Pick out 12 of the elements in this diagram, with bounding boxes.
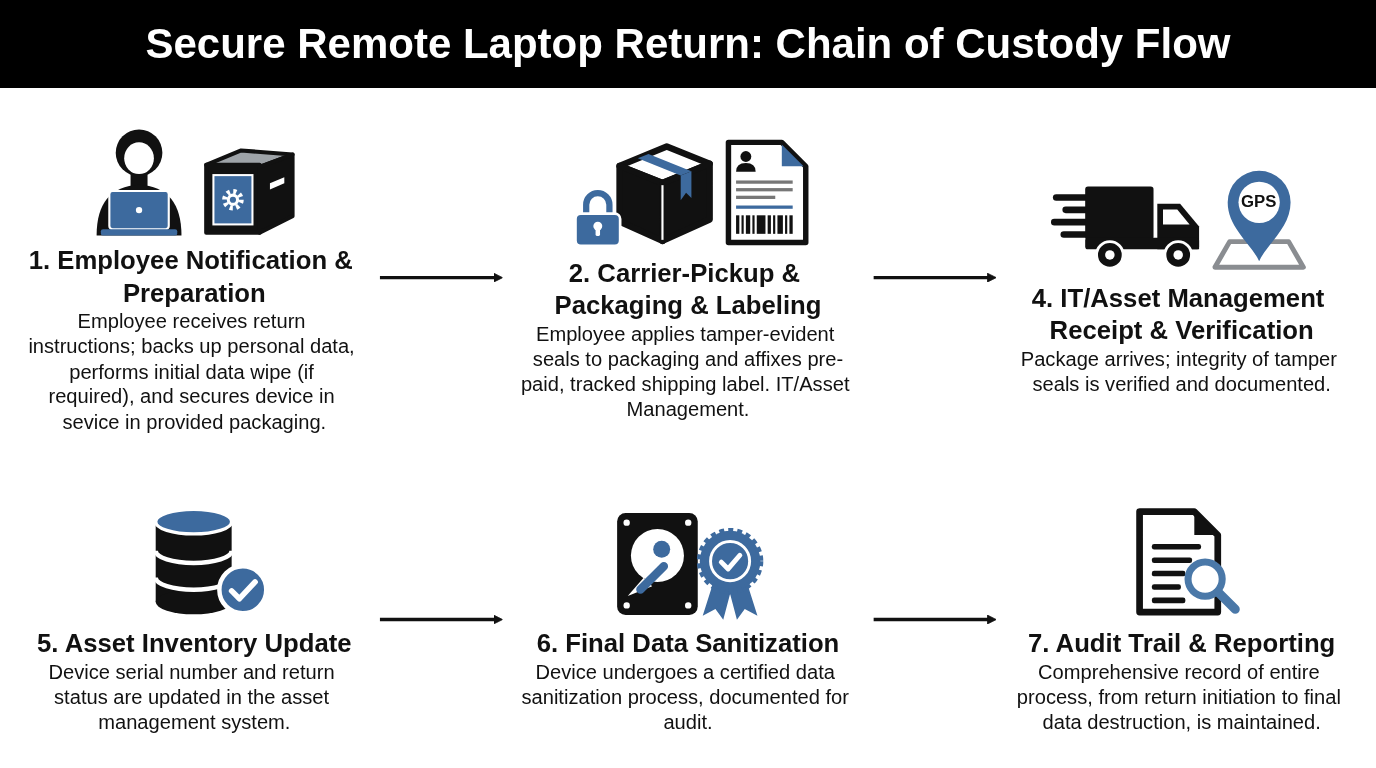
arrow — [873, 614, 997, 625]
arrow — [379, 614, 504, 625]
arrow — [379, 272, 504, 283]
arrow — [873, 272, 997, 283]
pin-label: GPS — [1241, 193, 1277, 211]
node-text: 5. Asset Inventory Update Device serial number and return status are updated in the asset management system. — [37, 628, 352, 734]
title: Secure Remote Laptop Return: Chain of Custody Flow — [145, 20, 1231, 68]
node-text: 6. Final Data Sanitization Device undergoes a certified data sanitization process, documented for audit. — [521, 628, 849, 734]
node-text: 2. Carrier-Pickup & Packaging & Labeling Employee applies tamper-evident seals to packaging and affixes pre-paid, tracked shipping label. IT/Asset Management. — [520, 258, 850, 421]
node-text: 4. IT/Asset Management Receipt & Verification Package arrives; integrity of tamper seals is verified and documented. — [1020, 283, 1337, 396]
node-text: 1. Employee Notification & Preparation Employee receives return instructions; backs up personal data, performs initial data wipe (if required), and secures device in sevice in provided packaging. — [28, 245, 355, 433]
node-text: 7. Audit Trail & Reporting Comprehensive record of entire process, from return initiation to final data destruction, is maintained. — [1016, 628, 1341, 734]
